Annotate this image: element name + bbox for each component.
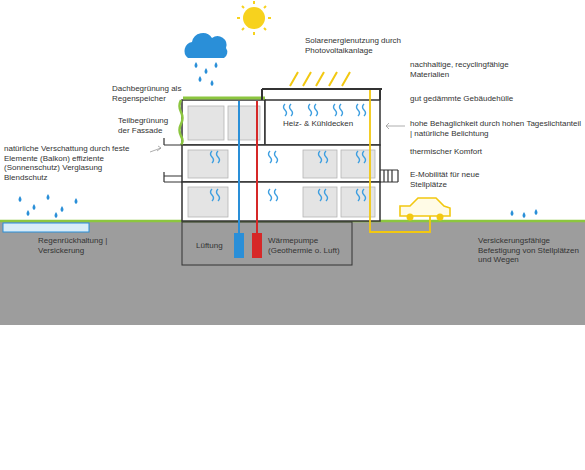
annotation-label: natürliche Verschattung durch feste Elem…: [4, 144, 146, 182]
raindrops: [19, 62, 538, 218]
ventilation-duct: [238, 101, 240, 233]
annotation-label: nachhaltige, recyclingfähige Materialien: [410, 60, 528, 79]
wave-arrow: [319, 151, 328, 163]
photovoltaic-panels: [290, 72, 350, 86]
electric-car: [400, 198, 450, 216]
annotation-label: Wärmepumpe (Geothermie o. Luft): [268, 236, 348, 255]
leader-lines: [150, 123, 405, 152]
raindrop: [75, 198, 78, 204]
balconies: [164, 138, 398, 182]
green-roof: [183, 97, 265, 100]
raindrop: [511, 210, 514, 216]
raindrop: [199, 76, 202, 82]
annotation-label: thermischer Komfort: [410, 147, 550, 157]
raindrop: [535, 209, 538, 215]
wave-arrow: [357, 151, 366, 163]
raindrop: [33, 204, 36, 210]
ventilation-unit: [234, 233, 244, 258]
annotation-label: Lüftung: [196, 241, 236, 251]
heating-pipe: [256, 101, 258, 233]
wave-arrow: [269, 151, 278, 163]
green-facade: [180, 100, 183, 145]
raindrop: [195, 62, 198, 68]
window-interiors: [232, 104, 376, 217]
wave-arrow: [334, 104, 343, 116]
raindrop: [47, 194, 50, 200]
heating-cooling-waves: [211, 104, 366, 201]
annotation-label: Teilbegrünung der Fassade: [118, 116, 178, 135]
wave-arrow: [309, 104, 318, 116]
heat-pump-unit: [252, 233, 262, 258]
sun: [237, 1, 271, 35]
wave-arrow: [284, 104, 293, 116]
raindrop: [61, 206, 64, 212]
raindrop: [205, 68, 208, 74]
annotation-label: hohe Behaglichkeit durch hohen Tageslich…: [410, 119, 582, 138]
annotation-label: E-Mobilität für neue Stellplätze: [410, 170, 510, 189]
roof-parapet: [262, 89, 382, 100]
raindrop: [523, 212, 526, 218]
basement: [182, 222, 352, 265]
raindrop: [215, 62, 218, 68]
annotation-label: Dachbegrünung als Regenspeicher: [112, 84, 182, 103]
raindrop: [55, 212, 58, 218]
building: [182, 100, 380, 221]
wave-arrow: [357, 104, 366, 116]
wave-arrow: [211, 189, 220, 201]
wave-arrow: [211, 151, 220, 163]
raindrop: [27, 210, 30, 216]
annotation-label: Versickerungsfähige Befestigung von Stel…: [478, 236, 582, 265]
annotation-label: Regenrückhaltung | Versickerung: [38, 236, 122, 255]
annotation-label: Heiz- & Kühldecken: [283, 119, 375, 129]
annotation-label: Solarenergienutzung durch Photovoltaikan…: [305, 36, 417, 55]
raindrop: [19, 196, 22, 202]
raindrop: [211, 80, 214, 86]
rain-basin: [3, 223, 89, 232]
annotation-label: gut gedämmte Gebäudehülle: [410, 94, 550, 104]
wave-arrow: [269, 189, 278, 201]
ground: [0, 221, 585, 325]
wave-arrow: [319, 189, 328, 201]
wave-arrow: [357, 189, 366, 201]
cloud: [184, 33, 227, 58]
